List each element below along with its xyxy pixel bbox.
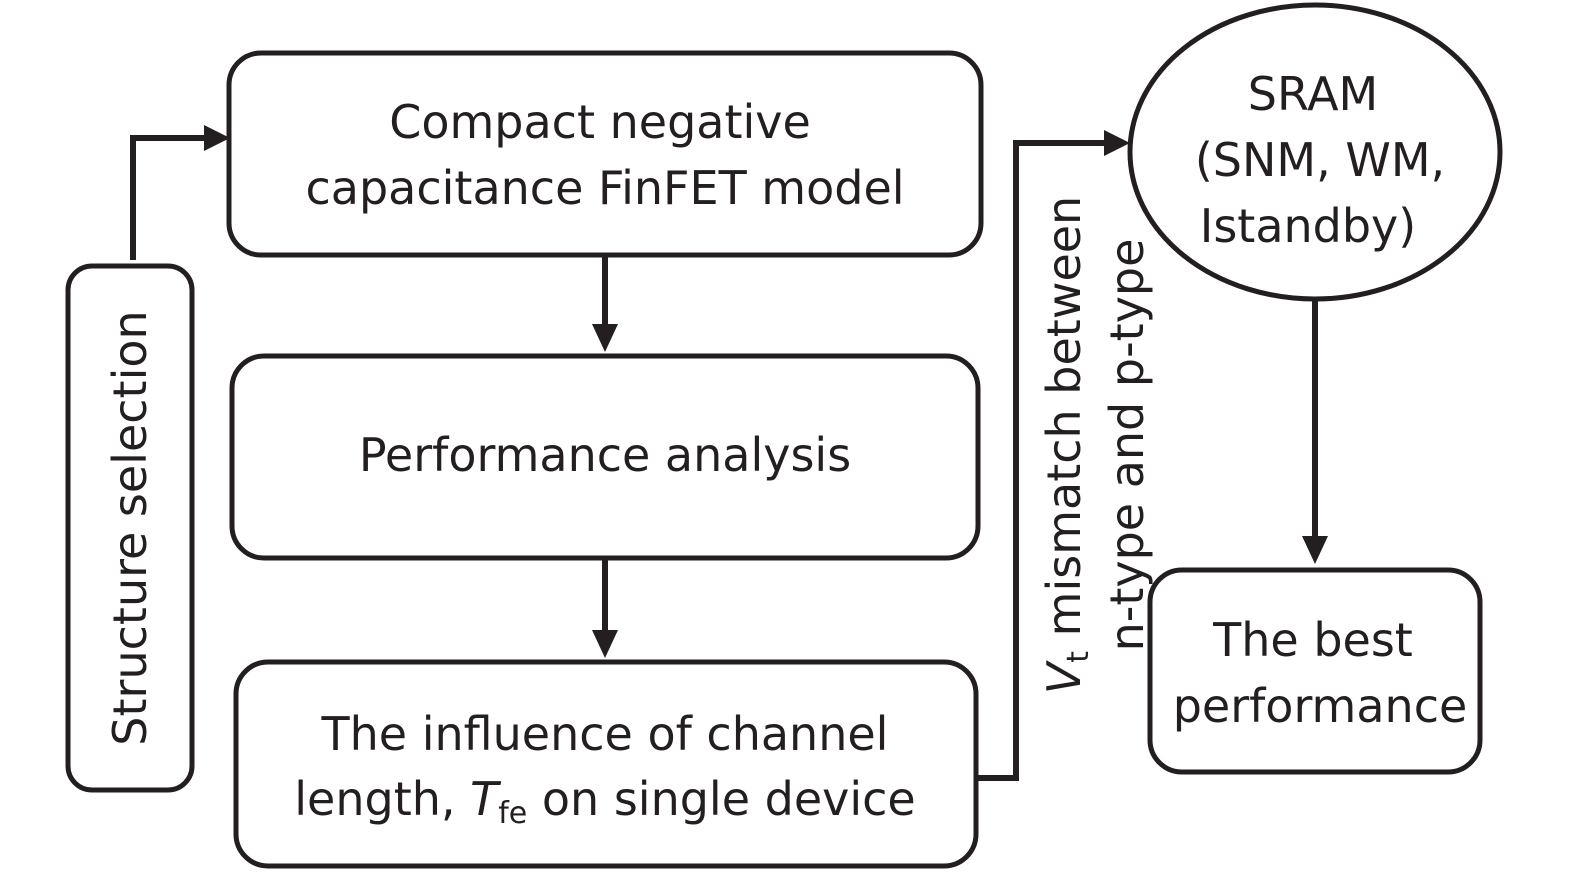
sram-node: SRAM (SNM, WM, Istandby) [1127, 2, 1503, 302]
arrowhead-to-model [204, 125, 230, 151]
connector-structure-to-model [130, 135, 212, 260]
sram-line3: Istandby) [1200, 199, 1416, 253]
tfe-symbol: T [470, 772, 502, 826]
vt-mismatch-label: Vt mismatch between n-type and p-type [1037, 196, 1154, 694]
sram-line1: SRAM [1248, 67, 1378, 121]
vt-mismatch-rest: mismatch between [1037, 196, 1091, 651]
compact-model-line1: Compact negative [389, 95, 811, 149]
best-performance-box [1147, 567, 1483, 775]
channel-influence-box [233, 659, 979, 869]
channel-influence-suffix: on single device [527, 772, 915, 826]
vt-subscript: t [1061, 651, 1096, 663]
vt-mismatch-line2: n-type and p-type [1100, 239, 1154, 652]
connector-influence-to-sram [978, 140, 1108, 781]
connectors [130, 125, 1328, 781]
channel-influence-node: The influence of channel length, Tfe on … [233, 659, 979, 869]
structure-selection-box [65, 263, 195, 793]
structure-selection-label: Structure selection [103, 310, 157, 745]
compact-model-line2: capacitance FinFET model [305, 161, 904, 215]
arrowhead-to-sram [1104, 130, 1130, 156]
structure-selection-node: Structure selection [65, 263, 195, 793]
performance-analysis-box [229, 353, 981, 561]
channel-influence-prefix: length, [294, 772, 470, 826]
performance-analysis-label: Performance analysis [359, 428, 851, 482]
vt-mismatch-line1: Vt mismatch between [1037, 196, 1096, 694]
channel-influence-line2: length, Tfe on single device [294, 772, 915, 831]
channel-influence-line1: The influence of channel [321, 707, 889, 761]
compact-model-box [226, 50, 984, 258]
vt-symbol: V [1037, 659, 1091, 694]
sram-line2: (SNM, WM, [1195, 133, 1445, 187]
best-performance-node: The best performance [1147, 567, 1483, 775]
best-performance-line1: The best [1212, 613, 1413, 667]
sram-ellipse [1127, 2, 1503, 302]
best-performance-line2: performance [1173, 679, 1468, 733]
performance-analysis-node: Performance analysis [229, 353, 981, 561]
arrowhead-to-analysis [592, 324, 618, 352]
tfe-subscript: fe [498, 796, 527, 831]
compact-model-node: Compact negative capacitance FinFET mode… [226, 50, 984, 258]
arrowhead-to-best [1302, 536, 1328, 564]
arrowhead-to-influence [592, 630, 618, 658]
